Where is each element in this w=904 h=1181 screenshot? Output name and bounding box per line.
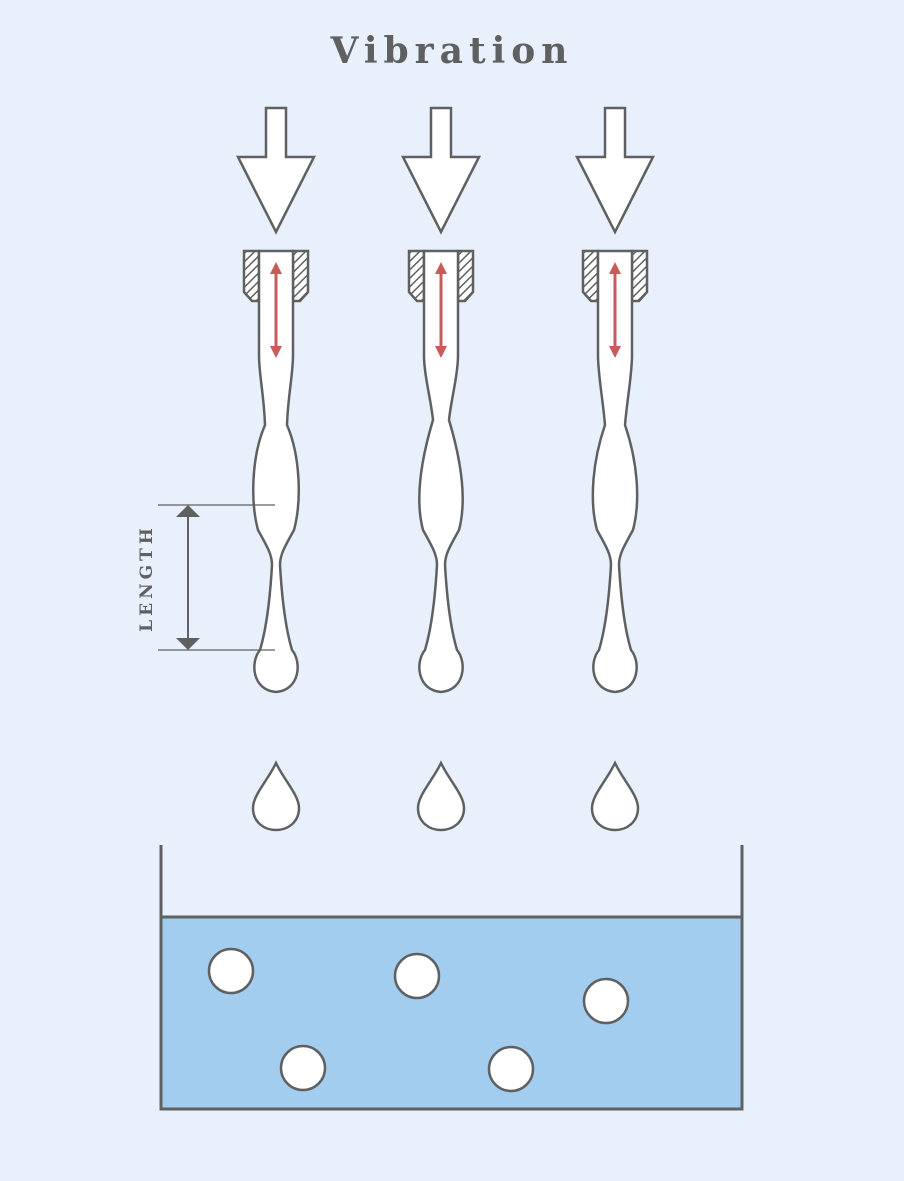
nozzle-assembly-1 xyxy=(235,106,317,832)
falling-drop xyxy=(590,760,640,832)
length-arrow-head-top xyxy=(176,505,200,517)
down-arrow-icon xyxy=(400,106,482,235)
length-arrow-head-bottom xyxy=(176,638,200,650)
length-dimension: LENGTH xyxy=(137,504,275,651)
bead xyxy=(487,1045,535,1093)
liquid-jet xyxy=(591,249,639,694)
nozzle-collar-right xyxy=(291,249,310,303)
bead xyxy=(207,947,255,995)
nozzle-collar-right xyxy=(630,249,649,303)
bead xyxy=(279,1044,327,1092)
nozzle-collar-left xyxy=(581,249,600,303)
nozzle-collar-right xyxy=(456,249,475,303)
nozzle-collar-left xyxy=(242,249,261,303)
diagram-title: Vibration xyxy=(330,30,574,72)
liquid-jet xyxy=(252,249,300,694)
down-arrow-icon xyxy=(574,106,656,235)
nozzle-assembly-3 xyxy=(574,106,656,832)
nozzle-assembly-2 xyxy=(400,106,482,832)
falling-drop xyxy=(416,760,466,832)
nozzle-collar-left xyxy=(407,249,426,303)
bead xyxy=(582,977,630,1025)
liquid-jet xyxy=(418,249,464,694)
down-arrow-icon xyxy=(235,106,317,235)
bead xyxy=(393,952,441,1000)
bath-liquid xyxy=(161,917,742,1109)
length-label: LENGTH xyxy=(137,524,157,632)
falling-drop xyxy=(251,760,301,832)
collection-bath xyxy=(159,845,744,1111)
bath-container xyxy=(159,845,744,1111)
